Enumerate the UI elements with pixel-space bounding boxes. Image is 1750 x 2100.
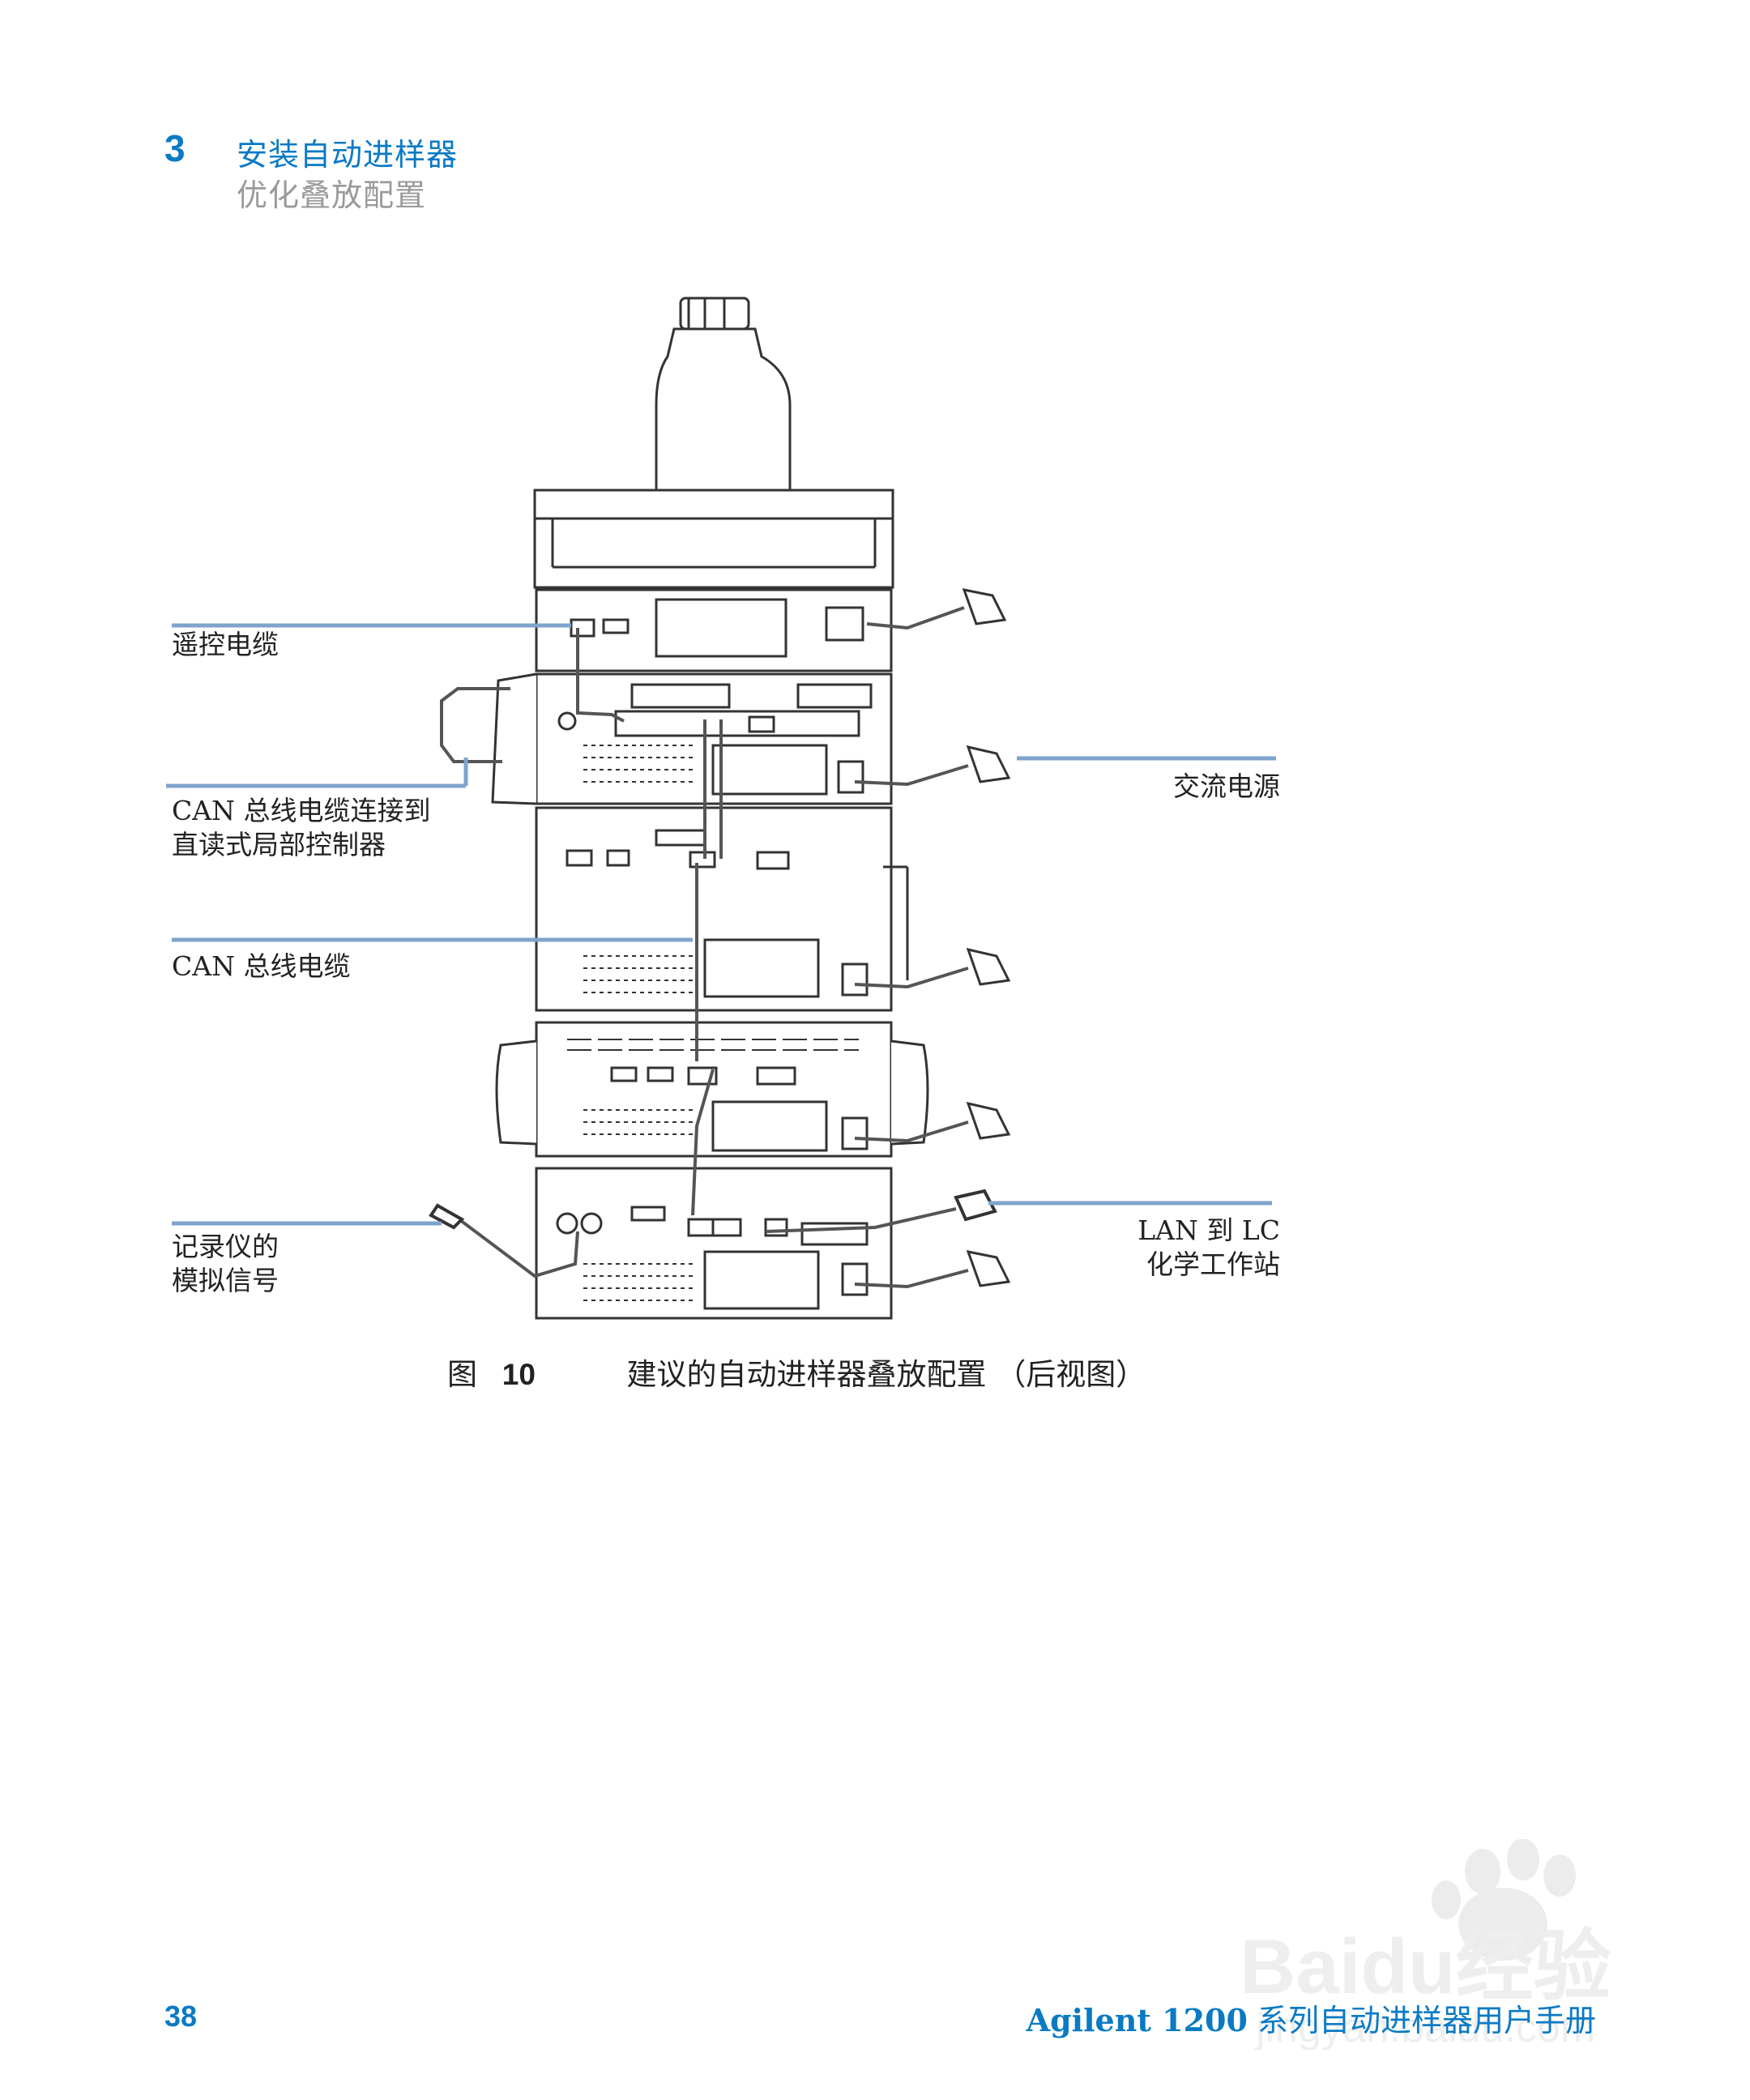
section-title: 优化叠放配置 [237, 177, 427, 213]
module-3 [535, 806, 909, 1012]
callout-can-to-controller-line2: 直读式局部控制器 [172, 829, 386, 860]
callout-can-to-controller-line1: CAN 总线电缆连接到 [172, 795, 431, 826]
module-1 [535, 588, 893, 672]
callout-recorder-line1: 记录仪的 [172, 1231, 279, 1262]
watermark-text: Baidu经验 [1240, 1923, 1611, 2010]
footer-title: Agilent 1200 系列自动进样器用户手册 [1027, 1995, 1596, 2040]
callout-recorder-line2: 模拟信号 [172, 1265, 279, 1296]
callout-remote-cable: 遥控电缆 [172, 629, 279, 660]
chapter-number: 3 [164, 127, 186, 169]
callout-can-bus-cable: CAN 总线电缆 [172, 950, 351, 982]
module-5 [535, 1167, 893, 1320]
callout-ac-power: 交流电源 [1173, 770, 1280, 802]
callout-lan-line1: LAN 到 LC [1138, 1214, 1280, 1246]
callout-lines [166, 623, 1276, 1226]
baidu-watermark: Baidu经验 jingyan.baidu.com [1240, 1839, 1611, 2050]
chapter-title: 安装自动进样器 [237, 137, 459, 173]
page-number: 38 [164, 2000, 198, 2033]
figure-caption-text: 建议的自动进样器叠放配置 （后视图） [626, 1357, 1146, 1392]
solvent-bottle-illustration [655, 297, 792, 492]
watermark-url: jingyan.baidu.com [1254, 2004, 1595, 2050]
solvent-cabinet [533, 489, 894, 589]
figure-label: 图 [447, 1357, 477, 1392]
cable-runs [440, 606, 969, 1289]
footer-brand: Agilent 1200 [1026, 2002, 1248, 2038]
figure-caption: 图 10 建议的自动进样器叠放配置 （后视图） [447, 1350, 1146, 1394]
callout-lan-line2: 化学工作站 [1146, 1248, 1280, 1280]
footer-title-text: 系列自动进样器用户手册 [1247, 2003, 1596, 2038]
figure-number: 10 [502, 1358, 536, 1391]
power-plug-icons [429, 588, 1011, 1287]
module-4 [495, 1021, 929, 1158]
module-2 [491, 672, 893, 805]
